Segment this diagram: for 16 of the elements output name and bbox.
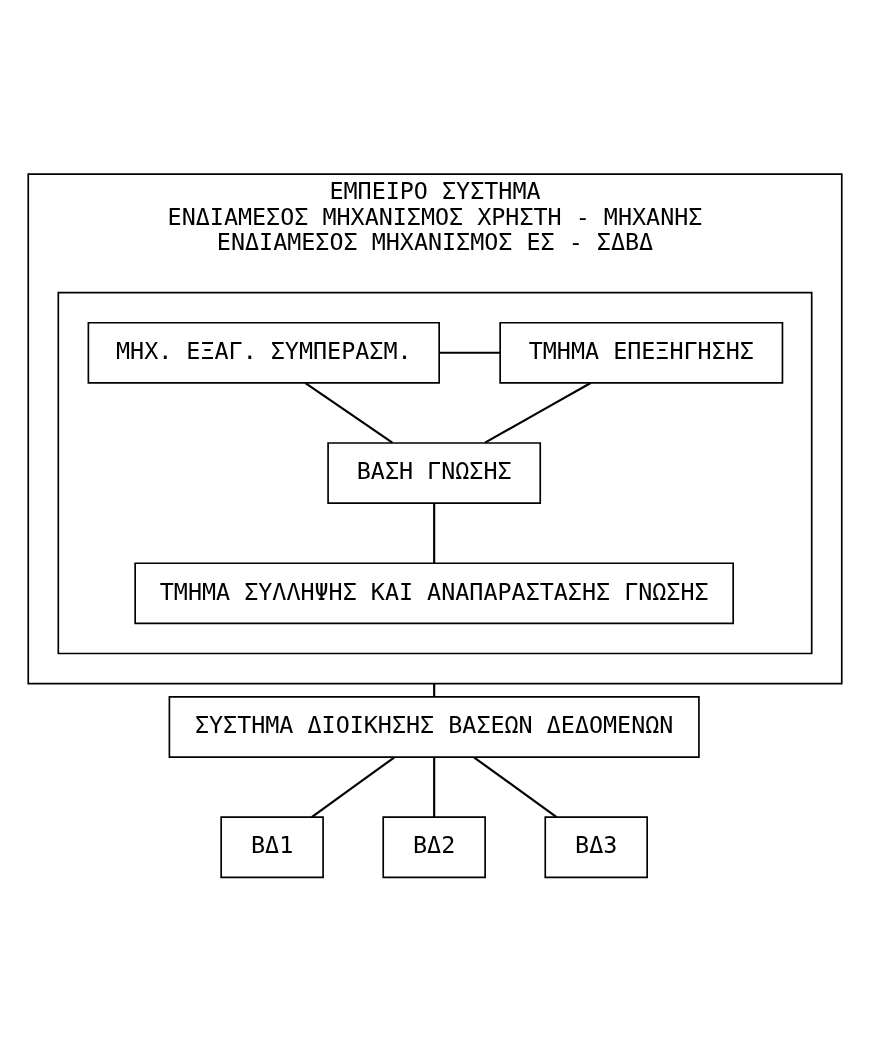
connector [311,756,395,818]
connector [304,381,393,444]
connector [439,351,501,354]
node-box: ΒΑΣΗ ΓΝΩΣΗΣ [327,441,542,504]
node-box: ΜΗΧ. ΕΞΑΓ. ΣΥΜΠΕΡΑΣΜ. [87,321,440,384]
node-box: ΒΔ3 [544,815,648,878]
connector [433,503,436,563]
connector [473,756,558,818]
connector [484,381,592,444]
connector [433,757,436,817]
node-box: ΤΜΗΜΑ ΣΥΛΛΗΨΗΣ ΚΑΙ ΑΝΑΠΑΡΑΣΤΑΣΗΣ ΓΝΩΣΗΣ [134,561,734,624]
node-box: ΤΜΗΜΑ ΕΠΕΞΗΓΗΣΗΣ [499,321,784,384]
node-box: ΒΔ1 [220,815,324,878]
node-box: ΣΥΣΤΗΜΑ ΔΙΟΙΚΗΣΗΣ ΒΑΣΕΩΝ ΔΕΔΟΜΕΝΩΝ [168,695,700,758]
node-box: ΒΔ2 [382,815,486,878]
cluster [57,291,813,654]
